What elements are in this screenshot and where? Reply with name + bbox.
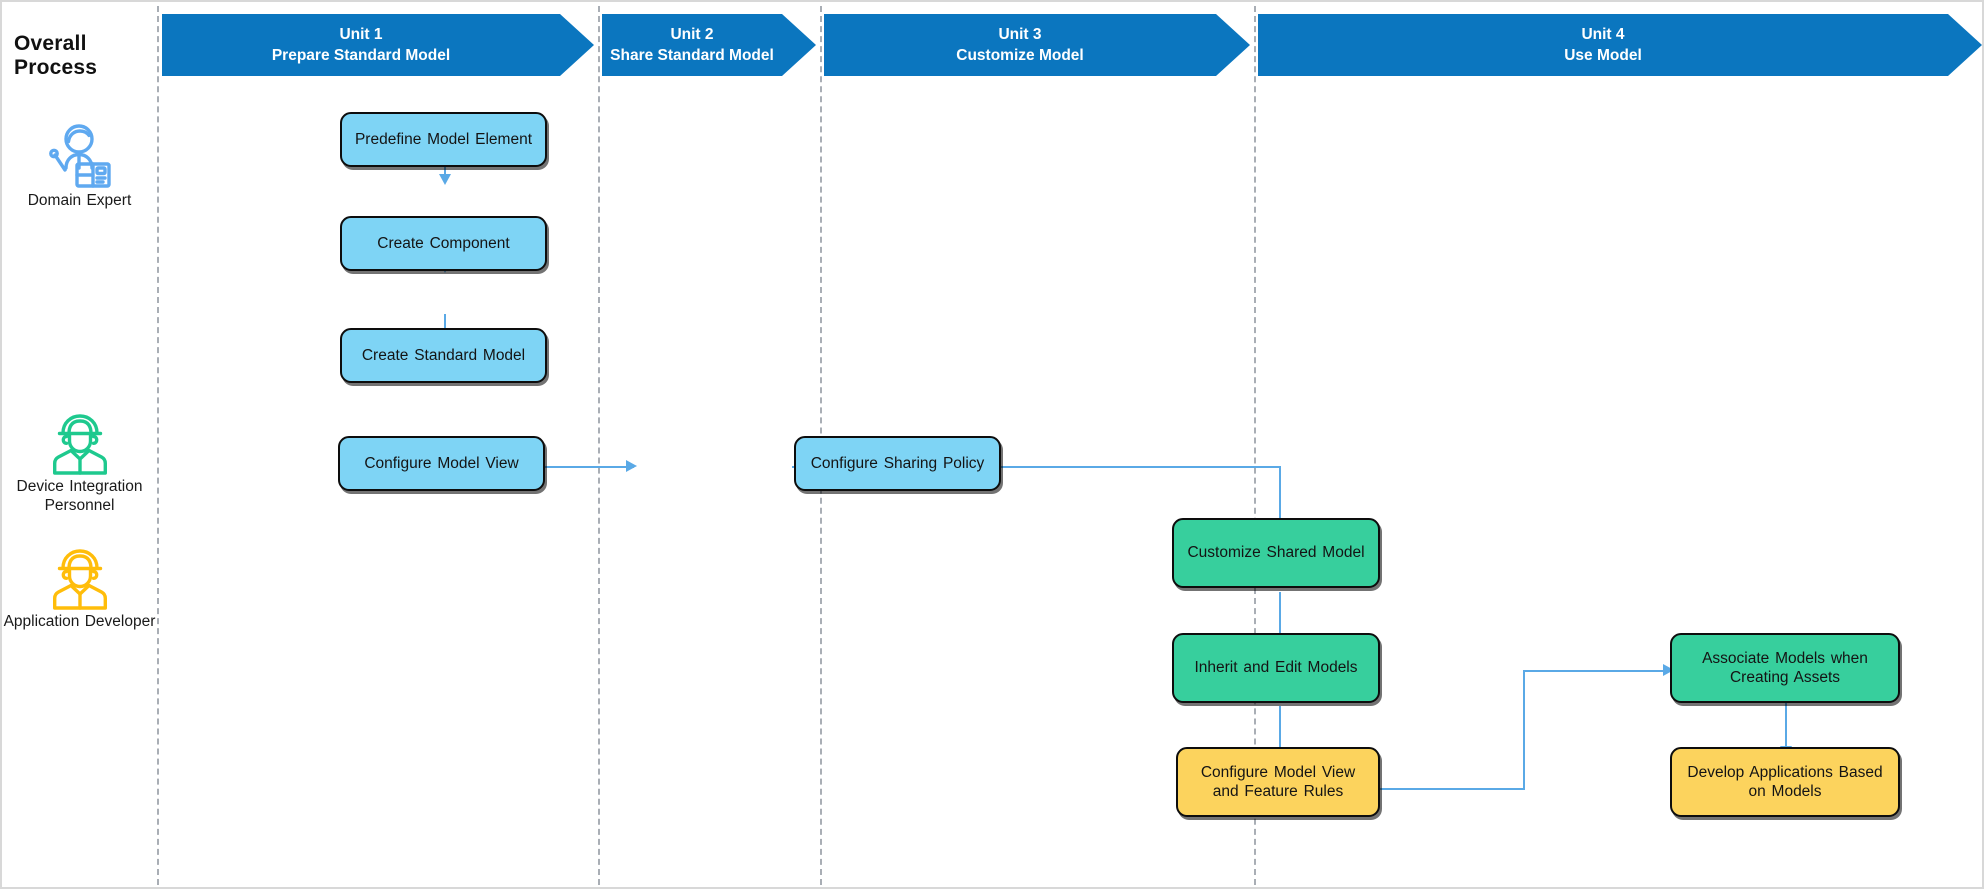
node-inherit-and-edit-models[interactable]: Inherit and Edit Models [1172, 633, 1380, 703]
node-label: Associate Models when Creating Assets [1702, 649, 1868, 688]
role-label-line1: Device Integration [16, 478, 143, 495]
unit-banner-unit-3: Unit 3 Customize Model [824, 14, 1250, 76]
role-device-integration-personnel: Device Integration Personnel [2, 412, 157, 516]
lane-divider-2 [598, 6, 600, 885]
node-predefine-model-element[interactable]: Predefine Model Element [340, 112, 547, 167]
edge-customize-to-inherit [1279, 592, 1281, 640]
role-label-line2: Personnel [44, 496, 115, 514]
node-label: Configure Model View and Feature Rules [1201, 763, 1355, 802]
lane-divider-4 [1254, 6, 1256, 885]
swimlane-header-column: Overall Process Domain Expert [2, 2, 157, 887]
node-label-line2: Creating Assets [1729, 669, 1841, 686]
helmet-worker-icon [52, 414, 107, 475]
node-create-component[interactable]: Create Component [340, 216, 547, 271]
node-label: Inherit and Edit Models [1194, 659, 1358, 677]
node-customize-shared-model[interactable]: Customize Shared Model [1172, 518, 1380, 588]
node-label: Configure Sharing Policy [810, 454, 985, 472]
edge-inherit-to-configure-feature-rules [1279, 706, 1281, 754]
edge-associate-to-develop-applications [1785, 703, 1787, 751]
node-label: Create Standard Model [361, 346, 526, 364]
unit-banner-unit-2: Unit 2 Share Standard Model [602, 14, 816, 76]
unit-banner-unit-1: Unit 1 Prepare Standard Model [162, 14, 594, 76]
lane-divider-1 [157, 6, 159, 885]
unit-name: Share Standard Model [610, 47, 774, 64]
node-label: Predefine Model Element [354, 130, 533, 148]
helmet-worker-icon [52, 549, 107, 610]
unit-number: Unit 3 [998, 25, 1042, 43]
node-label: Configure Model View [364, 454, 519, 472]
page-title: Overall Process [14, 32, 98, 79]
edge-feature-rules-to-associate-h1 [1380, 788, 1525, 790]
role-label-device-integration-personnel: Device Integration Personnel [2, 478, 157, 516]
edge-sharing-policy-to-customize-shared-model-h [792, 466, 1280, 468]
node-label-line2: and Feature Rules [1212, 783, 1344, 800]
edge-feature-rules-to-associate-v [1523, 670, 1525, 790]
node-label: Develop Applications Based on Models [1687, 763, 1882, 802]
unit-number: Unit 4 [1581, 25, 1625, 43]
edge-arrowhead [1663, 664, 1674, 676]
presenter-person-icon [48, 124, 111, 188]
node-label-line2: on Models [1748, 783, 1822, 800]
role-domain-expert: Domain Expert [2, 122, 157, 211]
edge-arrowhead [626, 460, 637, 472]
role-label-domain-expert: Domain Expert [27, 192, 132, 209]
node-configure-sharing-policy[interactable]: Configure Sharing Policy [794, 436, 1001, 491]
unit-number: Unit 2 [670, 25, 714, 43]
unit-name: Prepare Standard Model [271, 47, 451, 64]
node-label-line1: Develop Applications Based [1687, 763, 1883, 781]
node-develop-applications-based-on-models[interactable]: Develop Applications Based on Models [1670, 747, 1900, 817]
node-create-standard-model[interactable]: Create Standard Model [340, 328, 547, 383]
unit-banner-unit-4: Unit 4 Use Model [1258, 14, 1982, 76]
role-application-developer: Application Developer [2, 547, 157, 632]
node-configure-model-view[interactable]: Configure Model View [338, 436, 545, 491]
role-label-application-developer: Application Developer [3, 613, 156, 630]
edge-arrowhead [439, 174, 451, 185]
unit-number: Unit 1 [339, 25, 383, 43]
node-associate-models-when-creating-assets[interactable]: Associate Models when Creating Assets [1670, 633, 1900, 703]
node-label-line1: Associate Models when [1702, 649, 1868, 667]
node-label: Customize Shared Model [1187, 544, 1365, 562]
unit-name: Use Model [1564, 47, 1642, 64]
unit-name: Customize Model [956, 47, 1084, 64]
node-configure-model-view-and-feature-rules[interactable]: Configure Model View and Feature Rules [1176, 747, 1380, 817]
node-label-line1: Configure Model View [1200, 763, 1356, 781]
edge-sharing-policy-to-customize-shared-model-v [1279, 466, 1281, 528]
edge-feature-rules-to-associate-h2 [1523, 670, 1671, 672]
node-label: Create Component [377, 234, 510, 252]
